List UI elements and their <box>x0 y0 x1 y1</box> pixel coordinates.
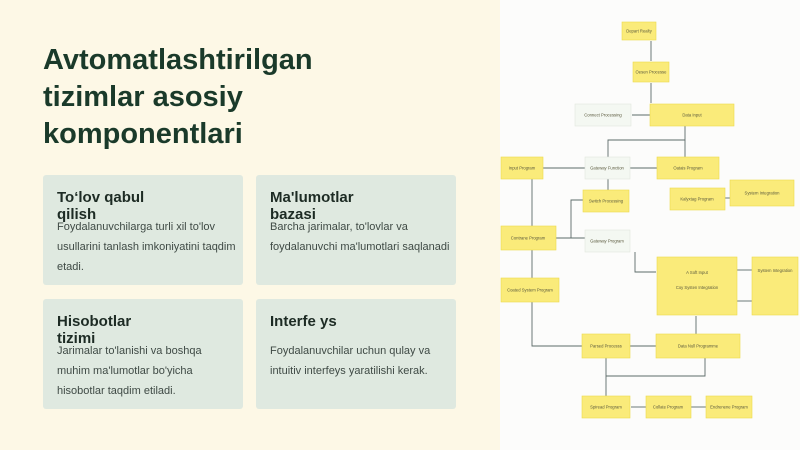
flow-node: Data Input <box>649 103 735 127</box>
card-text: Barcha jarimalar, to'lovlar va foydalanu… <box>270 221 450 253</box>
flow-node: Parsed Processs <box>581 333 631 359</box>
card-interface: Interfe ys Foydalanuvchilar uchun qulay … <box>256 299 456 409</box>
flow-node: Endrenene Program <box>705 395 753 419</box>
svg-text:Spiread Program: Spiread Program <box>590 405 622 410</box>
page-title: Avtomatlashtirilgan tizimlar asosiy komp… <box>43 42 443 153</box>
flow-node: Collate Program <box>645 395 692 419</box>
flowchart-diagram: Depart Realty Oesen Processe Connect Pro… <box>500 21 799 419</box>
flow-node: System Integration <box>729 179 795 207</box>
svg-text:Data Input: Data Input <box>682 113 702 118</box>
edge <box>531 302 582 347</box>
card-text: Jarimalar to'lanishi va boshqa muhim ma'… <box>57 345 202 397</box>
card-title: To‘lov qabul qilish <box>57 189 145 223</box>
edge <box>555 199 583 239</box>
flow-node: Oesen Processe <box>632 61 670 83</box>
svg-text:Oesen Processe: Oesen Processe <box>636 70 668 75</box>
flow-node: Gateway Function <box>584 156 631 180</box>
card-text: Foydalanuvchilar uchun qulay va intuitiv… <box>270 345 431 377</box>
card-text: Foydalanuvchilarga turli xil to'lov usul… <box>57 221 236 273</box>
svg-text:Collate Program: Collate Program <box>653 405 684 410</box>
flow-node: Depart Realty <box>621 21 657 41</box>
flow-node: Data Null Programme <box>655 333 741 359</box>
card-title: Hisobotlar tizimi <box>57 313 132 347</box>
svg-text:Data Null Programme: Data Null Programme <box>678 344 719 349</box>
svg-text:Endrenene Program: Endrenene Program <box>710 405 748 410</box>
flow-node: Input Program <box>500 156 544 180</box>
flow-node: Kalyxtag Program <box>669 187 726 211</box>
flowchart-edges <box>531 41 752 408</box>
title-line-3: komponentlari <box>43 118 243 150</box>
svg-text:Depart Realty: Depart Realty <box>626 29 653 34</box>
svg-text:System Integration: System Integration <box>745 191 781 196</box>
flow-node: Connect Processing <box>574 103 632 127</box>
svg-text:Gateway Function: Gateway Function <box>590 166 624 171</box>
svg-text:Parsed Processs: Parsed Processs <box>590 344 622 349</box>
card-reports: Hisobotlar tizimi Jarimalar to'lanishi v… <box>43 299 243 409</box>
card-title: Ma'lumotlar bazasi <box>270 189 354 223</box>
svg-text:Coated System Program: Coated System Program <box>507 288 553 293</box>
svg-text:Coy Systen Integration: Coy Systen Integration <box>676 285 719 290</box>
svg-text:Contrane Program: Contrane Program <box>511 236 546 241</box>
edge <box>634 252 656 273</box>
flow-node: Gateway Program <box>584 229 631 253</box>
svg-text:Switch Processing: Switch Processing <box>589 199 624 204</box>
svg-text:A Soft Input: A Soft Input <box>686 270 708 275</box>
svg-text:Input Program: Input Program <box>509 166 536 171</box>
flow-node: Switch Processing <box>582 189 630 213</box>
svg-text:Kalyxtag Program: Kalyxtag Program <box>680 197 714 202</box>
card-title: Interfe ys <box>270 313 337 330</box>
flow-node: Contrane Program <box>500 225 557 251</box>
title-line-2: tizimlar asosiy <box>43 81 243 113</box>
edge <box>606 358 706 377</box>
flow-node: System Integration <box>751 256 799 316</box>
svg-text:Connect Processing: Connect Processing <box>584 113 622 118</box>
edge <box>607 125 686 157</box>
card-payment: To‘lov qabul qilish Foydalanuvchilarga t… <box>43 175 243 285</box>
svg-text:Gateway Program: Gateway Program <box>590 239 624 244</box>
flow-node: Oatais Program <box>656 156 720 180</box>
flow-node: Coated System Program <box>500 277 560 303</box>
card-database: Ma'lumotlar bazasi Barcha jarimalar, to'… <box>256 175 456 285</box>
flow-node: Spiread Program <box>581 395 631 419</box>
svg-text:System Integration: System Integration <box>758 268 794 273</box>
title-line-1: Avtomatlashtirilgan <box>43 44 313 76</box>
svg-text:Oatais Program: Oatais Program <box>673 166 703 171</box>
